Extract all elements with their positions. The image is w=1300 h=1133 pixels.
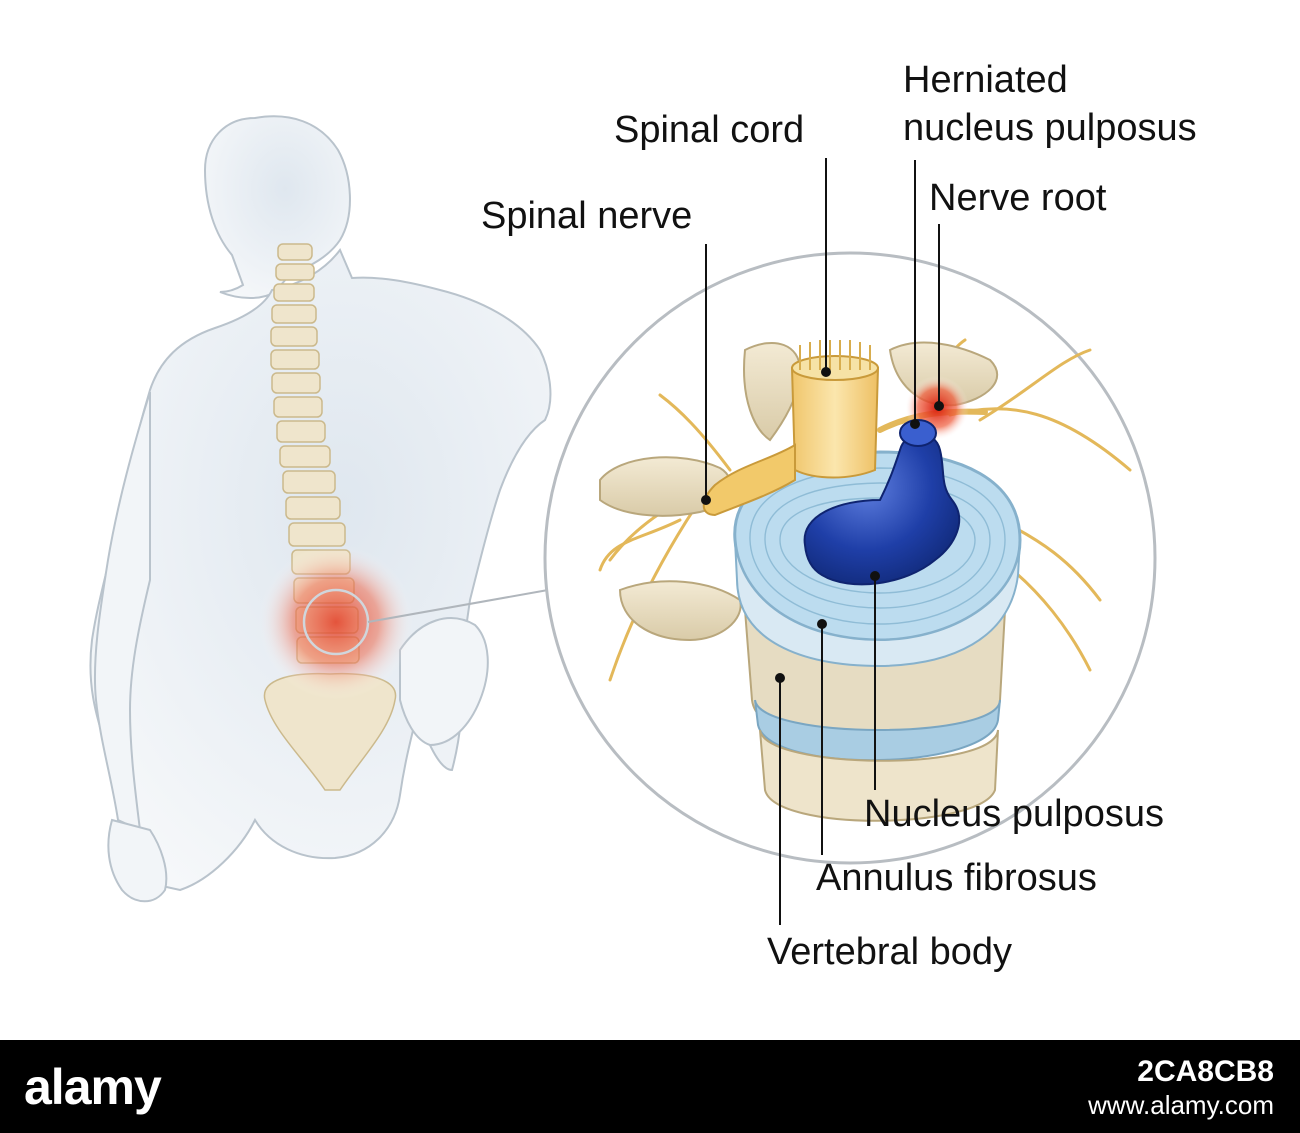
label-spinal-nerve: Spinal nerve	[481, 195, 693, 237]
alamy-logo: alamy	[24, 1059, 162, 1115]
woman-figure	[89, 115, 552, 903]
watermark-footer-bar: alamy 2CA8CB8 www.alamy.com	[0, 1040, 1300, 1133]
label-annulus-fibrosus: Annulus fibrosus	[816, 857, 1097, 899]
label-herniated-line1: Herniated	[903, 59, 1068, 101]
image-code: 2CA8CB8	[1137, 1055, 1274, 1088]
spinal-nerve-ganglion	[702, 443, 796, 517]
vertebra-detail	[598, 338, 1132, 822]
label-vertebral-body: Vertebral body	[767, 931, 1013, 973]
leader-lines	[701, 158, 944, 925]
label-spinal-cord: Spinal cord	[614, 109, 805, 151]
spine-column	[263, 243, 397, 791]
image-id-block: 2CA8CB8 www.alamy.com	[1088, 1054, 1274, 1120]
label-nerve-root: Nerve root	[929, 177, 1107, 219]
nucleus-pulposus-shape	[803, 433, 961, 586]
site-url: www.alamy.com	[1088, 1090, 1274, 1120]
zoom-connector	[367, 589, 549, 623]
anatomy-illustration	[89, 115, 1157, 925]
spinal-cord	[790, 367, 880, 479]
back-pain-glow	[258, 544, 414, 700]
label-herniated-line2: nucleus pulposus	[903, 107, 1197, 149]
label-nucleus-pulposus: Nucleus pulposus	[864, 793, 1164, 835]
